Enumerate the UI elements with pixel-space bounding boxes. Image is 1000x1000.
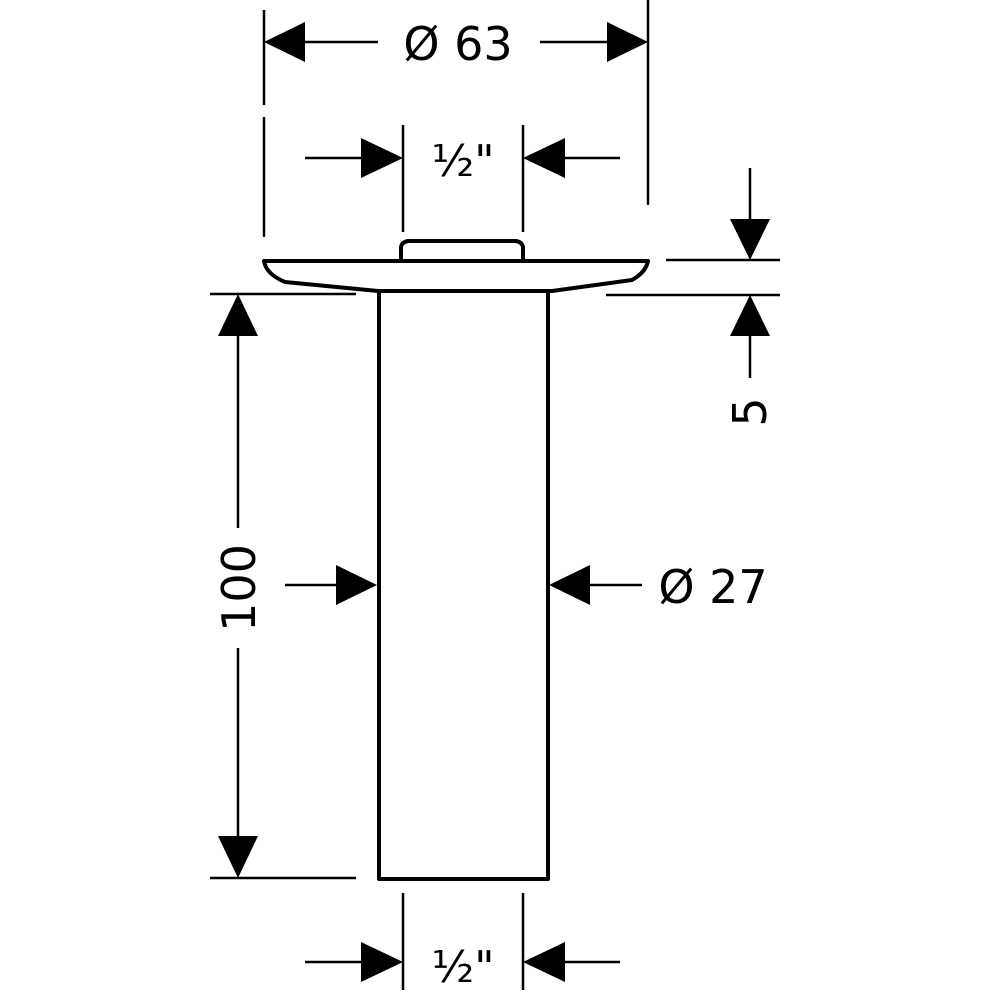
dimension-lines bbox=[236, 40, 752, 964]
bottom-thread-label: ½" bbox=[432, 942, 495, 993]
extension-lines bbox=[210, 0, 780, 990]
pipe-length-label: 100 bbox=[212, 544, 266, 632]
arrow-right-icon bbox=[361, 942, 403, 982]
arrow-down-icon bbox=[730, 219, 770, 260]
flange-thickness-label: 5 bbox=[723, 397, 777, 426]
pipe-body bbox=[377, 289, 550, 881]
arrow-up-icon bbox=[730, 295, 770, 336]
arrow-left-icon bbox=[549, 565, 590, 605]
arrow-up-icon bbox=[218, 294, 258, 336]
flange-diameter-label: Ø 63 bbox=[403, 17, 512, 71]
arrow-right-icon bbox=[361, 138, 403, 178]
part-outline bbox=[262, 239, 650, 881]
top-thread-label: ½" bbox=[432, 136, 495, 187]
arrow-right-icon bbox=[336, 565, 377, 605]
top-thread-stub bbox=[399, 239, 525, 260]
flange bbox=[262, 259, 650, 293]
arrow-left-icon bbox=[523, 942, 565, 982]
arrowheads bbox=[218, 22, 770, 982]
arrow-down-icon bbox=[218, 836, 258, 878]
pipe-diameter-label: Ø 27 bbox=[658, 560, 767, 614]
arrow-left-icon bbox=[523, 138, 565, 178]
dimension-labels: Ø 63 ½" 5 100 Ø 27 ½" bbox=[212, 17, 777, 993]
arrow-right-icon bbox=[607, 22, 648, 62]
arrow-left-icon bbox=[264, 22, 305, 62]
